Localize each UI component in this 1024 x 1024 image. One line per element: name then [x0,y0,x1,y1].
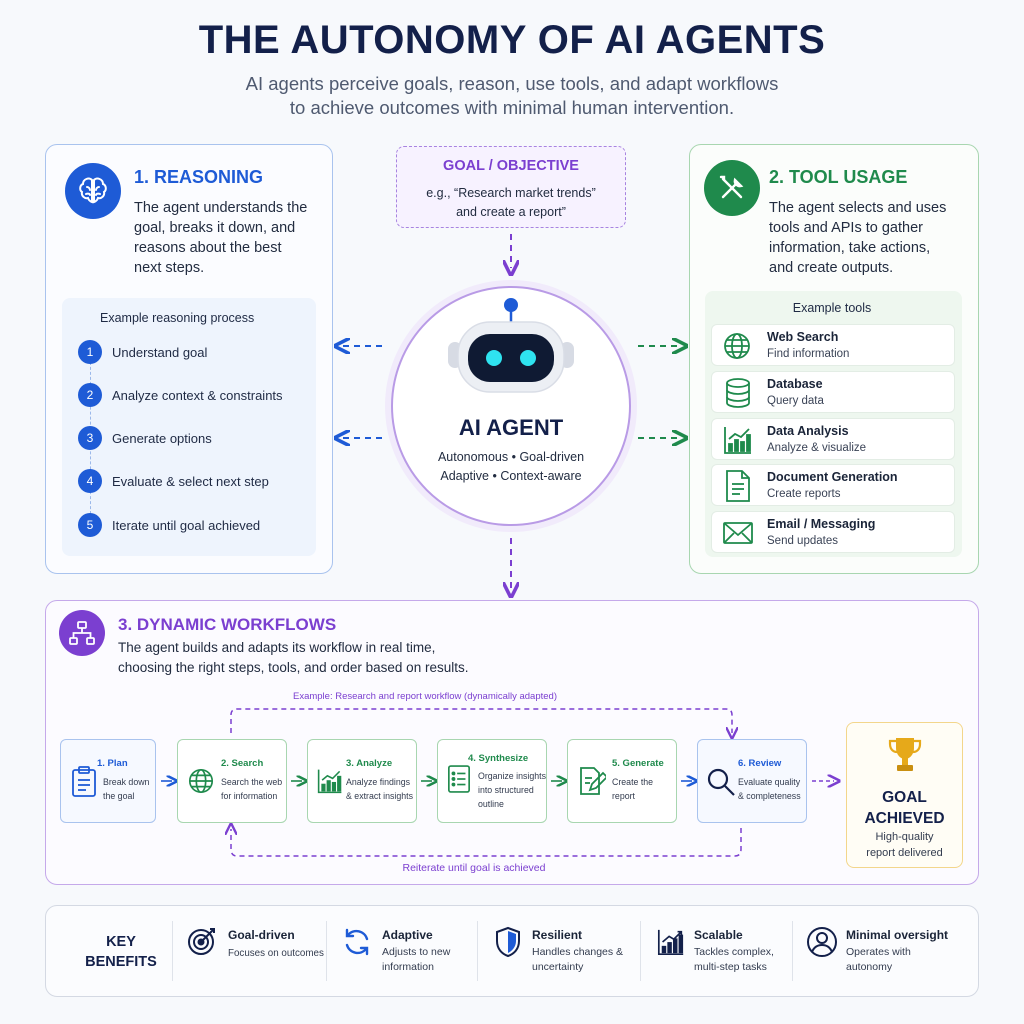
tool-usage-description: The agent selects and uses tools and API… [769,200,947,276]
workflow-step-search: 2. Search Search the web for information [177,739,287,823]
wrench-screwdriver-icon [704,160,760,216]
reasoning-step: 2 Analyze context & constraints [78,383,283,407]
workflow-icon [59,610,105,656]
tool-item-data-analysis: Data Analysis Analyze & visualize [711,418,955,460]
benefit-scalable: Scalable Tackles complex, multi-step tas… [654,925,794,985]
tool-item-database: Database Query data [711,371,955,413]
reasoning-description: The agent understands the goal, breaks i… [134,200,308,276]
goal-example: e.g., “Research market trends” and creat… [426,186,596,219]
divider [326,921,327,981]
workflow-example-label: Example: Research and report workflow (d… [292,691,557,702]
chart-icon [317,769,342,794]
benefit-adaptive: Adaptive Adjusts to new information [340,925,480,985]
agent-name: AI AGENT [458,415,564,440]
clipboard-icon [72,766,96,797]
reiterate-label: Reiterate until goal is achieved [402,862,546,874]
trophy-icon [888,738,922,771]
user-icon [807,927,837,957]
reasoning-example-box [62,298,316,556]
reasoning-step: 4 Evaluate & select next step [78,469,269,493]
list-document-icon [448,765,470,793]
database-icon [726,378,750,408]
globe-icon [724,333,750,359]
goal-objective-box [396,146,626,228]
tool-item-document-generation: Document Generation Create reports [711,464,955,506]
reasoning-example-title: Example reasoning process [100,311,255,325]
workflow-connectors [161,708,1024,857]
target-icon [188,928,215,955]
key-benefits-panel [45,905,979,997]
workflow-step-plan: 1. Plan Break down the goal [60,739,156,823]
benefit-minimal-oversight: Minimal oversight Operates with autonomy [806,925,971,985]
reasoning-step: 5 Iterate until goal achieved [78,513,260,537]
goal-achieved-box: GOAL ACHIEVED High-quality report delive… [846,722,963,868]
goal-title: GOAL / OBJECTIVE [443,158,579,174]
workflows-title: 3. DYNAMIC WORKFLOWS [118,615,337,634]
agent-connectors [0,234,1024,600]
divider [792,921,793,981]
tool-item-email-messaging: Email / Messaging Send updates [711,511,955,553]
workflows-description: The agent builds and adapts its workflow… [118,640,469,675]
envelope-icon [723,522,753,544]
reasoning-title: 1. REASONING [134,167,264,187]
agent-traits: Autonomous • Goal-driven Adaptive • Cont… [437,450,585,483]
benefit-resilient: Resilient Handles changes & uncertainty [492,925,642,985]
document-icon [726,470,750,502]
divider [640,921,641,981]
divider [477,921,478,981]
chart-icon [724,427,751,454]
growth-chart-icon [657,929,684,956]
magnifier-icon [707,768,735,796]
workflow-step-synthesize: 4. Synthesize Organize insights into str… [437,739,547,823]
workflow-step-generate: 5. Generate Create the report [567,739,677,823]
robot-icon [446,296,576,401]
edit-document-icon [580,767,606,795]
refresh-icon [345,928,369,956]
page-subtitle: AI agents perceive goals, reason, use to… [245,73,779,118]
reasoning-step: 3 Generate options [78,426,212,450]
divider [172,921,173,981]
tools-example-title: Example tools [792,301,872,315]
brain-icon [65,163,121,219]
shield-icon [496,926,520,958]
globe-icon [188,768,214,794]
tool-item-web-search: Web Search Find information [711,324,955,366]
workflow-step-review: 6. Review Evaluate quality & completenes… [697,739,807,823]
page-title: THE AUTONOMY OF AI AGENTS [198,18,826,62]
key-benefits-label: KEY BENEFITS [85,934,157,970]
tool-usage-title: 2. TOOL USAGE [769,167,908,187]
workflow-step-analyze: 3. Analyze Analyze findings & extract in… [307,739,417,823]
reasoning-step: 1 Understand goal [78,340,207,364]
benefit-goal-driven: Goal-driven Focuses on outcomes [186,925,336,985]
